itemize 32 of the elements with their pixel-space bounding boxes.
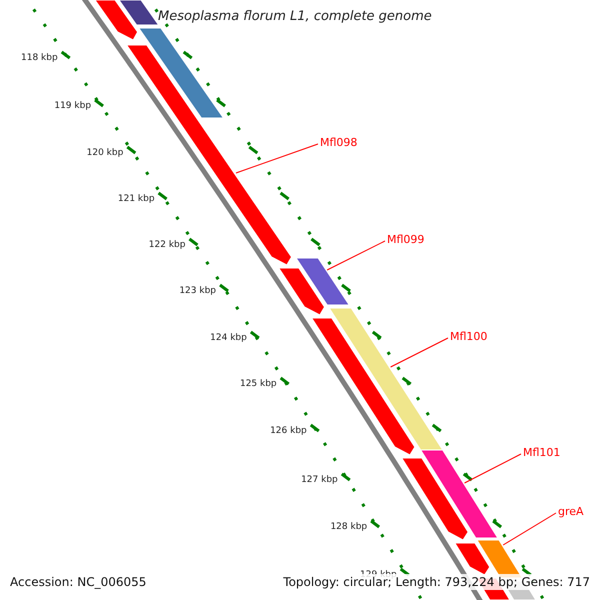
gene-feature [420, 450, 499, 538]
scale-label: 123 kbp [179, 286, 216, 296]
gene-feature [295, 258, 350, 306]
gene-feature [310, 318, 416, 456]
scale-label: 121 kbp [118, 194, 155, 204]
gene-feature [400, 458, 469, 541]
scale-label: 126 kbp [270, 426, 307, 436]
scale-label: 119 kbp [54, 101, 92, 111]
gene-feature [94, 0, 138, 41]
leader-line [390, 338, 448, 368]
leader-line [326, 240, 386, 270]
scale-label: 124 kbp [210, 333, 247, 343]
scale-label: 128 kbp [330, 522, 368, 532]
gene-feature [278, 268, 326, 316]
gene-feature [118, 0, 160, 26]
scale-label: 125 kbp [240, 379, 277, 389]
scale-label: 118 kbp [21, 53, 58, 63]
gene-label: greA [558, 505, 584, 518]
leader-line [464, 454, 522, 484]
map-title: Mesoplasma florum L1, complete genome [158, 9, 432, 24]
leader-line [236, 144, 318, 174]
scale-label: 122 kbp [148, 240, 186, 250]
gene-label: Mfl099 [387, 233, 424, 246]
gene-feature [138, 28, 224, 118]
gene-feature [454, 542, 490, 576]
leader-line [502, 512, 556, 546]
scale-label: 127 kbp [301, 475, 338, 485]
gene-label: Mfl101 [523, 446, 560, 459]
gene-feature [328, 308, 444, 450]
gene-label: Mfl100 [450, 330, 488, 343]
footer-text: Accession: NC_006055 [8, 574, 148, 590]
gene-label: Mfl098 [320, 136, 358, 149]
